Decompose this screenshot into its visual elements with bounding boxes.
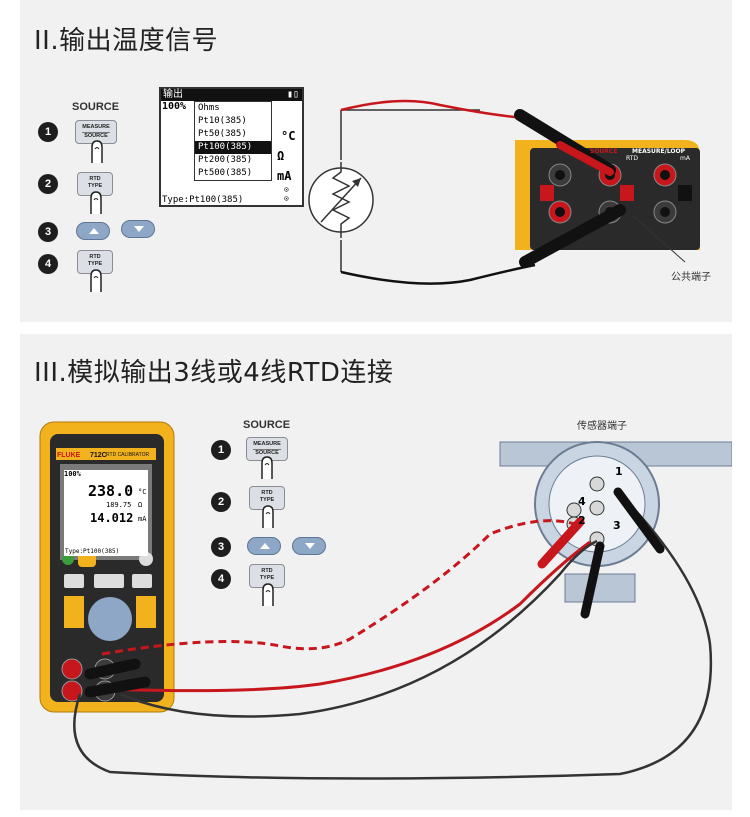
type-label: TYPE	[87, 183, 103, 189]
down-arrow-button[interactable]	[121, 220, 155, 238]
finger-press-icon	[262, 583, 274, 606]
unit-ma: mA	[277, 169, 292, 183]
step-1-badge: 1	[211, 440, 231, 460]
terminal-4-label: 4	[578, 495, 586, 508]
menu-item[interactable]: Pt10(385)	[198, 116, 247, 126]
device-brand: FLUKE	[57, 452, 81, 459]
menu-item[interactable]: Pt200(385)	[198, 155, 253, 165]
finger-press-icon	[90, 191, 102, 214]
up-arrow-button[interactable]	[76, 222, 110, 240]
menu-item[interactable]: Pt500(385)	[198, 168, 253, 178]
lcd-header: 输出 ▮▯	[161, 89, 302, 101]
finger-press-icon	[262, 505, 274, 528]
meter-rtd-label: RTD	[626, 155, 639, 162]
step-4-badge: 4	[38, 254, 58, 274]
device-lcd: 100% 238.0 °C 189.75 Ω 14.012 mA Type:Pt…	[64, 470, 148, 556]
meter-terminal-panel	[530, 148, 700, 250]
device-ohm-unit: Ω	[138, 501, 143, 509]
source-label: SOURCE	[72, 101, 120, 113]
lcd-screen: 输出 ▮▯ 100% Ohms Pt10(385) Pt50(385) Pt100…	[159, 87, 304, 207]
step-2-badge: 2	[211, 492, 231, 512]
device-percent: 100%	[64, 470, 81, 478]
lcd-percent: 100%	[162, 101, 187, 112]
lcd-header-text: 输出	[163, 89, 183, 100]
device-current-unit: mA	[138, 515, 147, 523]
radio-icon: ⊙⊙	[284, 185, 289, 203]
terminal-1-label: 1	[615, 465, 623, 478]
rtd-type-menu: Ohms Pt10(385) Pt50(385) Pt100(385) Pt20…	[194, 101, 272, 181]
rtd-wiring-diagram	[39, 421, 732, 780]
step-4-badge: 4	[211, 569, 231, 589]
down-arrow-button[interactable]	[292, 537, 326, 555]
step-1-badge: 1	[38, 122, 58, 142]
type-label: TYPE	[87, 261, 103, 267]
section-title: III.模拟输出3线或4线RTD连接	[34, 358, 394, 388]
type-label: TYPE	[259, 497, 275, 503]
device-current: 14.012	[90, 511, 134, 525]
device-subtitle: RTD CALIBRATOR	[106, 452, 150, 458]
meter-ma-label: mA	[680, 155, 690, 162]
rtd-label: RTD	[261, 490, 273, 496]
finger-press-icon	[261, 456, 273, 479]
unit-celsius: °C	[281, 129, 296, 143]
unit-ohm: Ω	[277, 149, 285, 163]
meter-source-label: SOURCE	[590, 148, 618, 155]
rtd-label: RTD	[89, 254, 101, 260]
source-label: SOURCE	[253, 449, 281, 457]
rtd-label: RTD	[89, 176, 101, 182]
terminal-2-label: 2	[578, 514, 586, 527]
device-type-line: Type:Pt100(385)	[65, 548, 120, 555]
finger-press-icon	[90, 269, 102, 292]
rtd-resistor-symbol	[308, 109, 480, 272]
measure-source-button[interactable]: MEASURE SOURCE	[75, 120, 117, 144]
source-label: SOURCE	[82, 132, 110, 140]
battery-icon: ▮▯	[286, 89, 299, 100]
common-terminal-label: 公共端子	[671, 272, 711, 283]
lcd-type-line: Type:Pt100(385)	[162, 195, 244, 205]
step-3-badge: 3	[211, 537, 231, 557]
step-3-badge: 3	[38, 222, 58, 242]
measure-label: MEASURE	[82, 124, 110, 130]
device-model: 712C	[90, 452, 107, 459]
measure-label: MEASURE	[253, 441, 281, 447]
rtd-label: RTD	[261, 568, 273, 574]
up-arrow-button[interactable]	[247, 537, 281, 555]
device-temp: 238.0	[88, 482, 134, 500]
menu-item-selected[interactable]: Pt100(385)	[195, 141, 271, 154]
wiring-diagram	[308, 99, 700, 285]
menu-item[interactable]: Ohms	[198, 103, 220, 113]
device-ohm: 189.75	[106, 501, 132, 509]
terminal-3-label: 3	[613, 519, 621, 532]
section-title: II.输出温度信号	[34, 26, 219, 56]
step-2-badge: 2	[38, 174, 58, 194]
finger-press-icon	[91, 140, 103, 163]
device-temp-unit: °C	[138, 488, 147, 496]
section-analog-rtd-connection: III.模拟输出3线或4线RTD连接 SOURCE 1 MEASURE SOUR…	[20, 334, 732, 810]
menu-item[interactable]: Pt50(385)	[198, 129, 247, 139]
meter-measure-loop-label: MEASURE/LOOP	[632, 148, 686, 155]
type-label: TYPE	[259, 575, 275, 581]
section-output-temperature: II.输出温度信号 SOURCE 1 MEASURE SOURCE 2 RTD …	[20, 0, 732, 322]
sensor-terminal-label: 传感器端子	[577, 421, 627, 432]
source-label: SOURCE	[243, 419, 291, 431]
